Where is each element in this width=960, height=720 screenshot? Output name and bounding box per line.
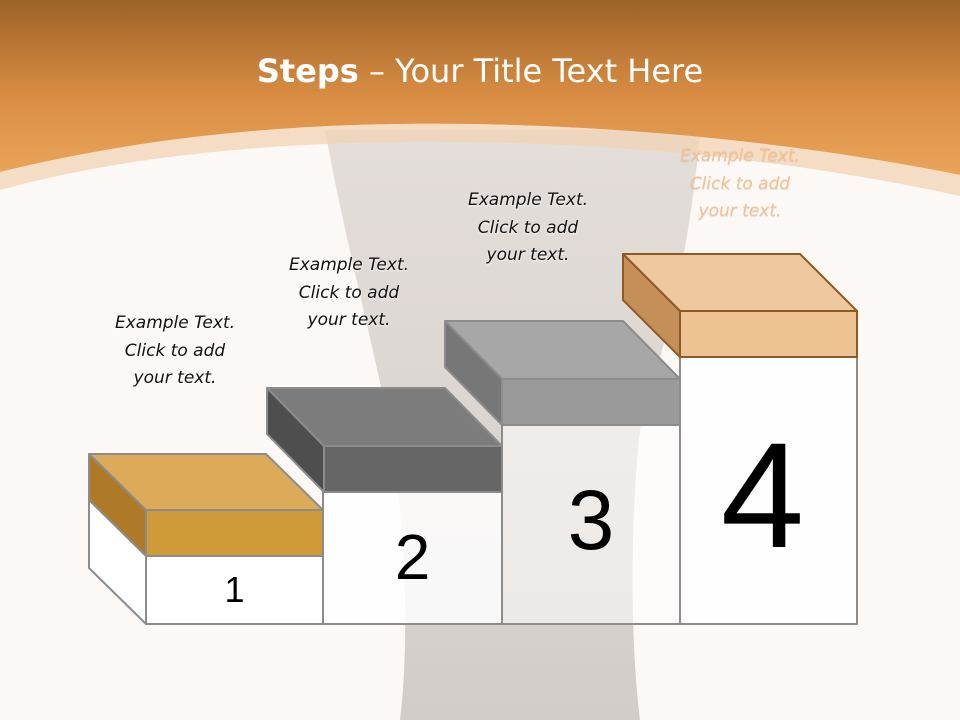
step-4-caption[interactable]: Example Text. Click to add your text. xyxy=(640,143,840,226)
steps-diagram xyxy=(88,253,858,625)
caption-line: Click to add xyxy=(298,282,400,303)
step-4-body xyxy=(679,356,858,625)
header-wave-highlight xyxy=(0,123,960,196)
step-3-number: 3 xyxy=(567,473,615,567)
step-4-number: 4 xyxy=(720,411,805,579)
slide-title[interactable]: Steps – Your Title Text Here xyxy=(0,52,960,90)
step-4-lid-front xyxy=(679,310,858,358)
caption-line: your text. xyxy=(486,245,570,265)
step-1-lid-front xyxy=(145,509,324,557)
title-bold: Steps xyxy=(256,52,359,90)
step-3-caption[interactable]: Example Text. Click to add your text. xyxy=(428,187,628,270)
caption-line: Click to add xyxy=(477,217,579,238)
caption-line: Example Text. xyxy=(114,313,236,333)
caption-line: your text. xyxy=(307,310,391,330)
caption-line: Example Text. xyxy=(679,146,801,166)
step-3-lid-front xyxy=(501,378,681,426)
step-1-number: 1 xyxy=(224,569,245,610)
header-band xyxy=(0,0,960,175)
caption-line: Example Text. xyxy=(288,255,410,275)
caption-line: Click to add xyxy=(124,340,226,361)
caption-line: your text. xyxy=(133,368,217,388)
caption-line: Click to add xyxy=(689,173,791,194)
step-2-number: 2 xyxy=(394,521,431,593)
step-2-caption[interactable]: Example Text. Click to add your text. xyxy=(249,252,449,335)
title-rest: – Your Title Text Here xyxy=(358,52,704,90)
step-1-caption[interactable]: Example Text. Click to add your text. xyxy=(75,310,275,393)
caption-line: Example Text. xyxy=(467,190,589,210)
caption-line: your text. xyxy=(698,201,782,221)
step-2-lid-front xyxy=(323,445,503,493)
